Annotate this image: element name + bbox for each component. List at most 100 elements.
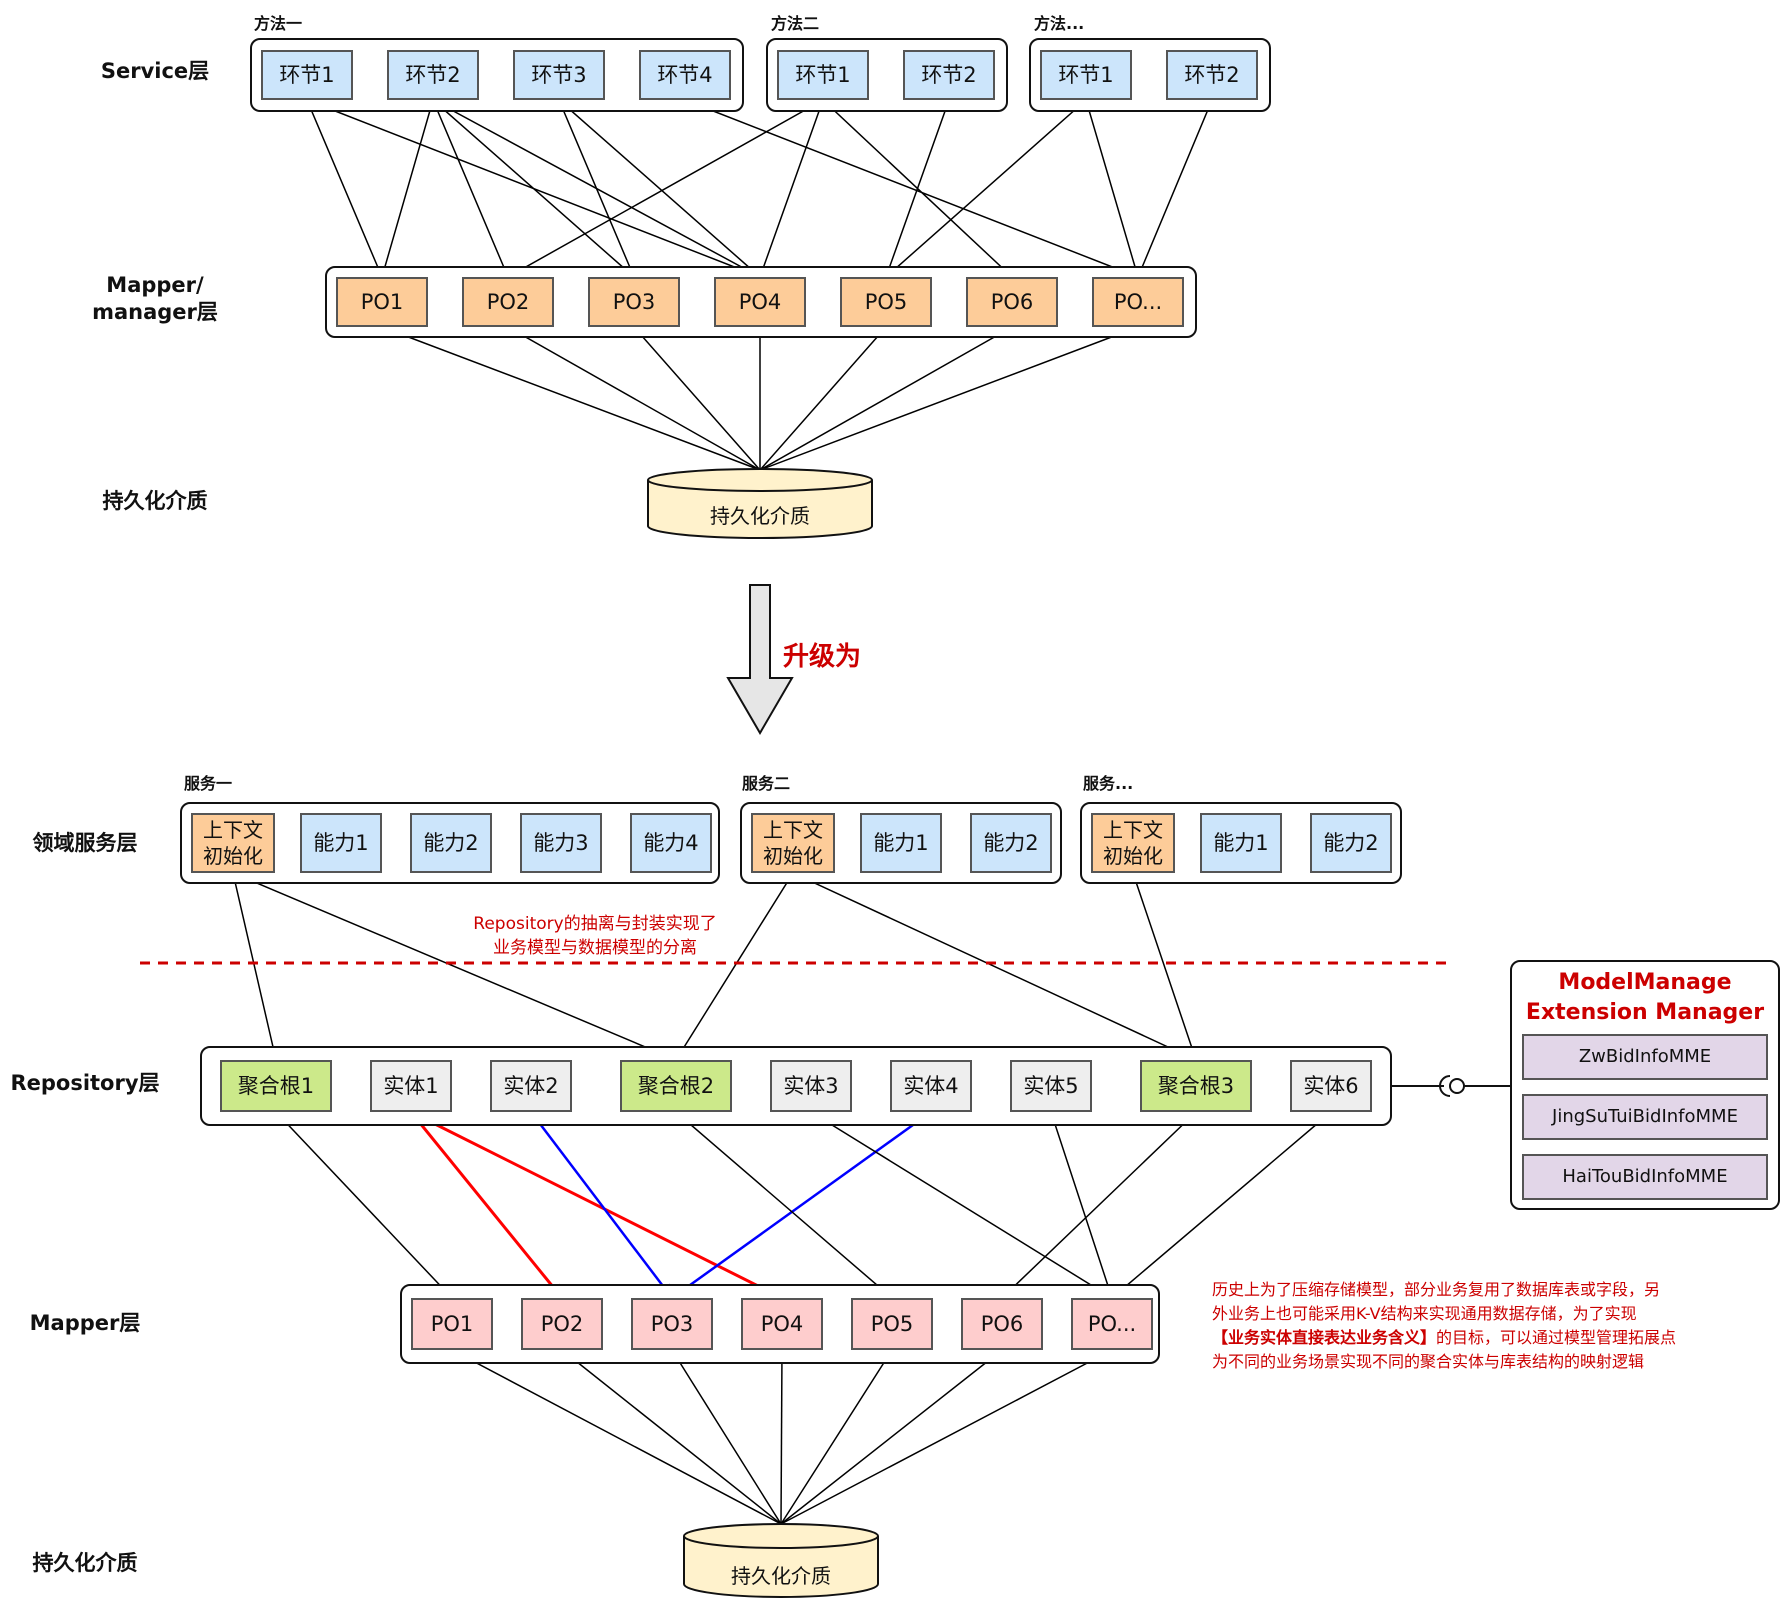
po-node-bottom[interactable]: PO3 [631,1298,713,1350]
context-init-node[interactable]: 上下文 初始化 [191,813,275,873]
ability-node[interactable]: 能力2 [970,813,1052,873]
entity-node[interactable]: 实体1 [370,1060,452,1112]
storage-link [759,326,887,471]
dependency-arrow [558,99,636,278]
aggregate-root-node[interactable]: 聚合根1 [220,1060,332,1112]
po-node-bottom[interactable]: PO4 [741,1298,823,1350]
group-title-service-2: 服务二 [742,774,791,793]
dependency-arrow [1085,99,1141,278]
mme-item[interactable]: ZwBidInfoMME [1522,1034,1768,1080]
mapping-arrow [1111,1111,1332,1299]
po-node-bottom[interactable]: PO1 [411,1298,493,1350]
dependency-arrow [822,99,1013,278]
database-cylinder-bottom[interactable] [682,1522,880,1600]
mme-item[interactable]: HaiTouBidInfoMME [1522,1154,1768,1200]
storage-link [759,326,1013,471]
dependency-arrow [758,99,824,278]
layer-label-repository: Repository层 [10,1071,160,1095]
context-init-node[interactable]: 上下文 初始化 [751,813,835,873]
database-cylinder-top[interactable] [646,468,874,540]
po-node-top[interactable]: PO5 [840,277,932,327]
group-title-service-1: 服务一 [184,774,233,793]
ability-node[interactable]: 能力1 [860,813,942,873]
aggregate-root-node[interactable]: 聚合根2 [620,1060,732,1112]
mapping-arrow [1001,1111,1197,1299]
dependency-arrow [684,99,1139,279]
layer-label-mapper: Mapper层 [29,1311,141,1335]
dependency-arrow [432,99,635,278]
note-line: 外业务上也可能采用K-V结构来实现通用数据存储，为了实现 [1212,1304,1637,1323]
dependency-arrow [306,99,384,278]
layer-label-storage-bottom: 持久化介质 [32,1551,138,1575]
entity-node[interactable]: 实体4 [890,1060,972,1112]
ability-node[interactable]: 能力1 [300,813,382,873]
storage-link [451,1349,782,1525]
step-node[interactable]: 环节4 [639,50,731,100]
upgrade-arrow-icon [726,584,794,735]
note-line: 为不同的业务场景实现不同的聚合实体与库表结构的映射逻辑 [1212,1352,1645,1371]
po-node-top[interactable]: PO6 [966,277,1058,327]
mapping-arrow [675,1111,893,1299]
group-title-method-2: 方法二 [771,14,820,33]
ability-node[interactable]: 能力1 [1200,813,1282,873]
po-node-top[interactable]: PO2 [462,277,554,327]
database-label-top: 持久化介质 [710,504,810,528]
storage-link [759,326,1139,471]
note-line-rest: 的目标，可以通过模型管理拓展点 [1436,1328,1677,1347]
entity-node[interactable]: 实体3 [770,1060,852,1112]
dependency-arrow [1132,872,1198,1061]
storage-link [780,1349,893,1525]
aggregate-root-node[interactable]: 聚合根3 [1140,1060,1252,1112]
layer-label-service: Service层 [100,59,210,83]
mapping-arrow-red [409,1111,564,1299]
mapping-arrow-blue [671,1110,932,1300]
database-label-bottom: 持久化介质 [731,1564,831,1588]
dependency-arrow [507,99,824,278]
po-node-bottom[interactable]: PO... [1071,1298,1153,1350]
storage-link [507,326,761,471]
po-node-bottom[interactable]: PO5 [851,1298,933,1350]
layer-label-mapper-manager: Mapper/ manager层 [92,273,218,324]
note-highlight: 【业务实体直接表达业务含义】 [1212,1328,1437,1347]
dependency-arrow [232,872,677,1062]
entity-node[interactable]: 实体2 [490,1060,572,1112]
step-node[interactable]: 环节1 [777,50,869,100]
storage-link [381,326,761,471]
mapping-arrow [1050,1111,1114,1299]
dependency-arrow [884,99,950,278]
ability-node[interactable]: 能力3 [520,813,602,873]
interface-socket-icon [1392,1075,1512,1097]
ability-node[interactable]: 能力4 [630,813,712,873]
step-node[interactable]: 环节2 [1166,50,1258,100]
step-node[interactable]: 环节1 [261,50,353,100]
entity-node[interactable]: 实体6 [1290,1060,1372,1112]
mapping-explanation-note: 历史上为了压缩存储模型，部分业务复用了数据库表或字段，另 外业务上也可能采用K-… [1212,1278,1782,1374]
ability-node[interactable]: 能力2 [1310,813,1392,873]
po-node-top[interactable]: PO3 [588,277,680,327]
step-node[interactable]: 环节3 [513,50,605,100]
dependency-arrow [432,99,510,278]
upgrade-label: 升级为 [783,642,862,672]
separation-note: Repository的抽离与封装实现了 业务模型与数据模型的分离 [473,914,717,958]
storage-link [780,1349,1113,1525]
mapping-arrow [810,1111,1113,1299]
layer-label-domain-service: 领域服务层 [32,831,138,855]
context-init-node[interactable]: 上下文 初始化 [1091,813,1175,873]
layer-label-storage-top: 持久化介质 [102,489,208,513]
step-node[interactable]: 环节1 [1040,50,1132,100]
mme-item[interactable]: JingSuTuiBidInfoMME [1522,1094,1768,1140]
mme-title: ModelManage Extension Manager [1525,970,1765,1025]
po-node-top[interactable]: PO1 [336,277,428,327]
ability-node[interactable]: 能力2 [410,813,492,873]
entity-node[interactable]: 实体5 [1010,1060,1092,1112]
step-node[interactable]: 环节2 [387,50,479,100]
dependency-arrow [558,99,761,278]
storage-link [633,326,761,471]
mapping-arrow-red [410,1110,783,1300]
po-node-bottom[interactable]: PO6 [961,1298,1043,1350]
storage-link [780,1349,783,1525]
po-node-top[interactable]: PO... [1092,277,1184,327]
step-node[interactable]: 环节2 [903,50,995,100]
po-node-bottom[interactable]: PO2 [521,1298,603,1350]
po-node-top[interactable]: PO4 [714,277,806,327]
